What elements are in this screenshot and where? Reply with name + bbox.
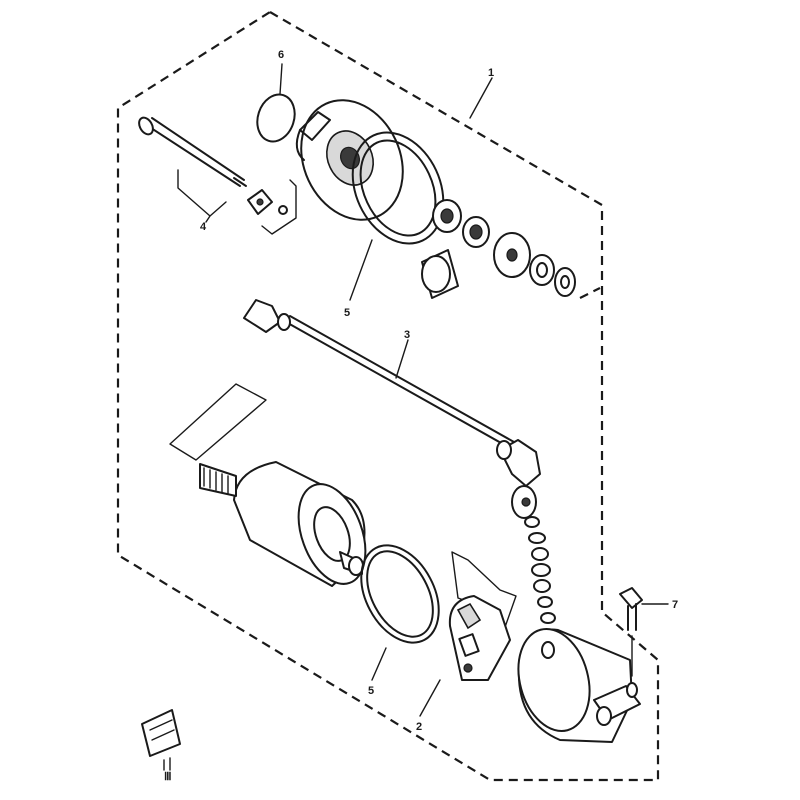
gasket-part-5-upper [349,131,445,301]
bolt-bracket-line [261,179,297,235]
brush-holder-part-2 [419,551,517,717]
front-cover [295,99,404,221]
corner-mark-icon [141,709,181,771]
bearing-guide-line [579,287,601,299]
through-bolt-part-3 [243,299,541,487]
leader-4 [177,169,227,223]
o-ring-part-6 [256,63,296,143]
gasket-part-5-lower [360,544,440,681]
yoke-armature [199,461,367,587]
callout-6: 6 [278,49,284,61]
leader-1 [469,77,493,119]
washer-part-4 [247,189,288,215]
through-bolt-part-4 [138,116,247,187]
callout-7: 7 [672,599,678,611]
washer-stack [511,485,556,624]
callout-3: 3 [404,329,410,341]
corner-mark-label: Ⅲ [164,771,172,783]
callout-4: 4 [200,221,207,233]
bearing-set [421,199,576,299]
rear-cover [517,628,641,743]
armature-guide-line [169,383,267,461]
bolt-part-7 [619,587,669,698]
callout-1: 1 [488,67,494,79]
callout-2: 2 [416,721,422,733]
callout-5-upper: 5 [344,307,350,319]
callout-5-lower: 5 [368,685,374,697]
